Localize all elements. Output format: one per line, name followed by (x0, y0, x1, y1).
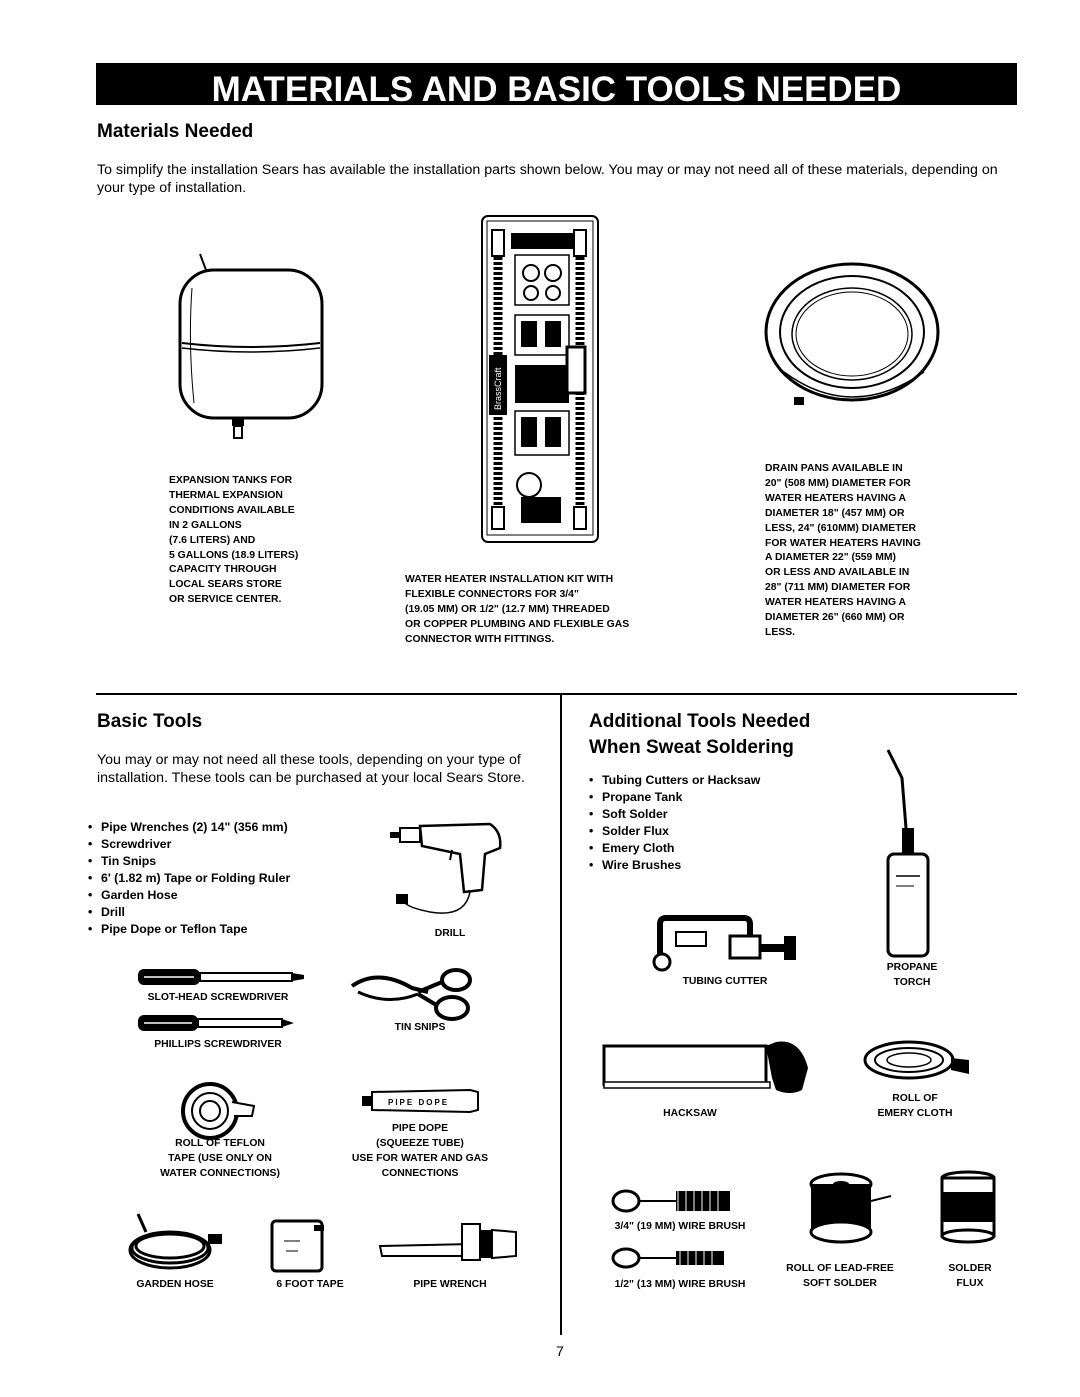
phillips-screwdriver-icon (138, 1015, 294, 1031)
additional-tools-heading-2: When Sweat Soldering (589, 737, 794, 758)
additional-tools-heading-1: Additional Tools Needed (589, 711, 811, 732)
drain-pan-icon (764, 262, 940, 405)
slot-screwdriver-icon (138, 969, 304, 985)
list-item: Garden Hose (88, 887, 378, 904)
list-item: Drill (88, 904, 378, 921)
drill-icon (390, 822, 502, 914)
pipe-wrench-label: PIPE WRENCH (413, 1279, 487, 1290)
pipe-dope-tube-text: PIPE DOPE (388, 1098, 449, 1107)
list-item: Tubing Cutters or Hacksaw (589, 772, 849, 789)
tin-snips-icon (350, 968, 472, 1021)
hacksaw-label: HACKSAW (663, 1108, 717, 1119)
materials-heading: Materials Needed (97, 121, 254, 142)
list-item: 6' (1.82 m) Tape or Folding Ruler (88, 870, 378, 887)
hacksaw-icon (602, 1041, 808, 1093)
page-number: 7 (556, 1344, 564, 1360)
list-item: Tin Snips (88, 853, 378, 870)
garden-hose-icon (128, 1213, 222, 1270)
wire-brush-34-label: 3/4" (19 mm) WIRE BRUSH (614, 1221, 746, 1232)
list-item: Wire Brushes (589, 857, 849, 874)
drill-label: DRILL (434, 928, 466, 939)
basic-tools-list: Pipe Wrenches (2) 14" (356 mm) Screwdriv… (88, 819, 378, 938)
expansion-tank-caption: EXPANSION TANKS FOR THERMAL EXPANSION CO… (169, 475, 299, 606)
list-item: Pipe Wrenches (2) 14" (356 mm) (88, 819, 378, 836)
kit-brand-label: BrassCraft (493, 367, 503, 410)
wire-brush-12-label: 1/2" (13 mm) WIRE BRUSH (614, 1279, 746, 1290)
list-item: Propane Tank (589, 789, 849, 806)
flux-can-icon (940, 1170, 996, 1244)
section-divider (96, 693, 1017, 695)
list-item: Solder Flux (589, 823, 849, 840)
expansion-tank-icon (178, 253, 324, 439)
slot-screwdriver-label: SLOT-HEAD SCREWDRIVER (147, 992, 289, 1003)
installation-kit-caption: WATER HEATER INSTALLATION KIT WITH FLEXI… (405, 574, 630, 645)
pipe-dope-label: PIPE DOPE (SQUEEZE TUBE) USE FOR WATER A… (351, 1123, 489, 1179)
list-item: Soft Solder (589, 806, 849, 823)
installation-kit-icon: BrassCraft (481, 215, 599, 543)
phillips-screwdriver-label: PHILLIPS SCREWDRIVER (154, 1039, 282, 1050)
column-divider (560, 695, 562, 1335)
garden-hose-label: GARDEN HOSE (136, 1279, 214, 1290)
tin-snips-label: TIN SNIPS (394, 1022, 446, 1033)
emery-cloth-icon (863, 1040, 969, 1080)
foot-tape-icon (270, 1219, 324, 1273)
basic-tools-intro: You may or may not need all these tools,… (97, 752, 525, 786)
pipe-wrench-icon (378, 1223, 517, 1261)
tubing-cutter-icon (652, 915, 796, 972)
pipe-dope-tube-icon: PIPE DOPE (362, 1088, 479, 1114)
solder-spool-icon (809, 1172, 892, 1244)
wire-brush-12-icon (611, 1247, 724, 1269)
propane-torch-icon (886, 749, 930, 958)
emery-cloth-label: ROLL OF EMERY CLOTH (877, 1093, 953, 1119)
tubing-cutter-label: TUBING CUTTER (682, 976, 768, 987)
list-item: Screwdriver (88, 836, 378, 853)
teflon-tape-icon (181, 1082, 256, 1140)
flux-label: SOLDER FLUX (948, 1263, 992, 1289)
basic-tools-heading: Basic Tools (97, 711, 203, 732)
wire-brush-34-icon (611, 1189, 730, 1213)
list-item: Emery Cloth (589, 840, 849, 857)
propane-torch-label: PROPANE TORCH (886, 962, 938, 988)
drain-pan-caption: DRAIN PANS AVAILABLE IN 20" (508 mm) DIA… (765, 463, 921, 638)
list-item: Pipe Dope or Teflon Tape (88, 921, 378, 938)
teflon-tape-label: ROLL OF TEFLON TAPE (USE ONLY ON WATER C… (160, 1138, 280, 1179)
solder-label: ROLL OF LEAD-FREE SOFT SOLDER (786, 1263, 894, 1289)
materials-intro: To simplify the installation Sears has a… (97, 162, 998, 196)
foot-tape-label: 6 FOOT TAPE (276, 1279, 344, 1290)
page-banner-title: MATERIALS AND BASIC TOOLS NEEDED (96, 63, 1017, 105)
additional-tools-list: Tubing Cutters or Hacksaw Propane Tank S… (589, 772, 849, 874)
